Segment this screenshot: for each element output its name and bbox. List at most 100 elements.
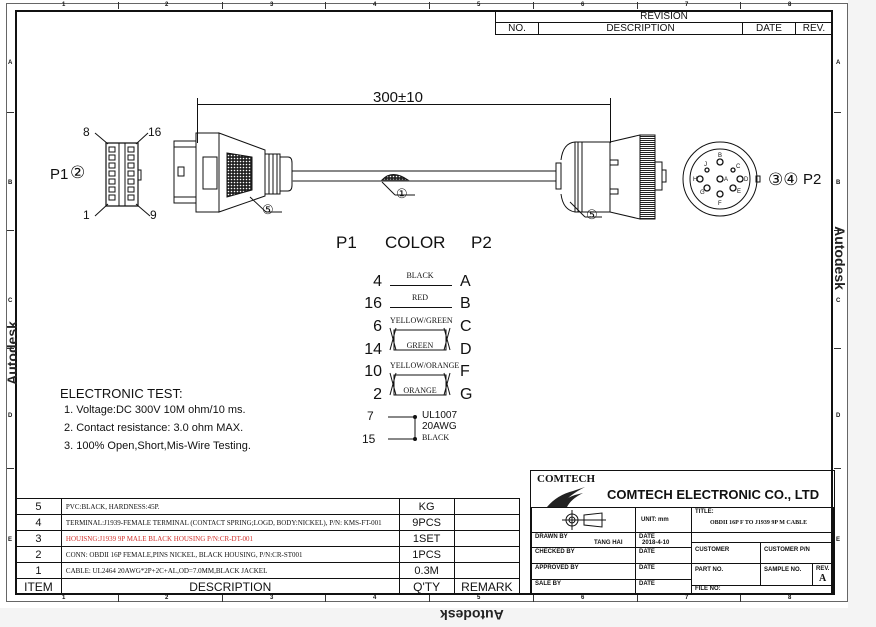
svg-text:B: B	[718, 153, 722, 159]
wire-color: BLACK	[406, 271, 434, 280]
wiring-header-color: COLOR	[385, 233, 446, 252]
zone-col: 1	[62, 2, 66, 8]
p2-label: P2	[803, 171, 822, 188]
outer-border	[6, 3, 848, 602]
title-block: COMTECH COMTECH ELECTRONIC CO., LTD UNIT…	[530, 470, 835, 595]
svg-text:F: F	[718, 201, 722, 207]
bom-item: 2	[15, 546, 62, 563]
cable-assembly-drawing	[173, 132, 667, 220]
bom-remark	[453, 562, 521, 579]
bom-description: PVC:BLACK, HARDNESS:45P.	[60, 498, 400, 515]
approved-date-cell: DATE	[635, 563, 692, 580]
zone-row: C	[836, 298, 841, 304]
zone-col: 3	[270, 2, 274, 8]
twisted-pair-icon	[389, 327, 451, 351]
rev-header-rev: REV.	[795, 22, 833, 35]
zone-markers-top: 1 2 3 4 5 6 7 8	[15, 2, 833, 10]
zone-row: A	[8, 60, 13, 66]
third-angle-projection-icon	[562, 510, 606, 530]
file-no-cell: FILE NO:	[691, 585, 834, 594]
drawn-date-value: 2018-4-10	[642, 540, 670, 546]
unit-cell: UNIT: mm	[635, 507, 692, 533]
bom-item: 5	[15, 498, 62, 515]
bom-header-remark: REMARK	[453, 578, 521, 595]
p1-overmold-icon	[173, 132, 293, 213]
wire-color: YELLOW/GREEN	[390, 316, 453, 325]
wire-p2-pin: C	[460, 318, 472, 335]
file-no-label: FILE NO:	[695, 586, 721, 592]
date-label: DATE	[639, 534, 655, 540]
pin-16-label: 16	[148, 125, 162, 139]
p2-callouts: ③④	[768, 170, 799, 189]
title-cell: TITLE: OBDII 16P F TO J1939 9P M CABLE	[691, 507, 834, 533]
balloon-5-p1: ⑤	[262, 202, 274, 217]
zone-col: 4	[373, 595, 377, 601]
wire-p1-pin: 10	[364, 363, 382, 380]
bom-qty: 9PCS	[398, 514, 455, 531]
zone-col: 6	[581, 595, 585, 601]
zone-col: 7	[685, 595, 689, 601]
bom-qty: 1PCS	[398, 546, 455, 563]
zone-col: 8	[788, 595, 792, 601]
wire-p2-pin: F	[460, 363, 470, 380]
zone-col: 3	[270, 595, 274, 601]
watermark-left: Autodesk	[3, 321, 20, 385]
zone-markers-bottom: 1 2 3 4 5 6 7 8	[15, 595, 833, 603]
approved-by-label: APPROVED BY	[535, 565, 579, 571]
wire-p2-pin: A	[460, 273, 471, 290]
zone-row: A	[836, 60, 841, 66]
revision-block: REVISION NO. DESCRIPTION DATE REV.	[495, 10, 833, 35]
zone-row: D	[836, 413, 841, 419]
wire-color: RED	[412, 293, 428, 302]
jumper-spec-2: 20AWG	[422, 421, 457, 432]
wiring-header-p1: P1	[336, 233, 357, 252]
customer-cell: CUSTOMER	[691, 542, 761, 564]
company-banner: COMTECH COMTECH ELECTRONIC CO., LTD	[531, 471, 834, 508]
bom-qty: 0.3M	[398, 562, 455, 579]
wire-p1-pin: 4	[373, 273, 382, 290]
rev-value: A	[819, 573, 827, 584]
wire-p2-pin: B	[460, 295, 471, 312]
svg-text:C: C	[736, 164, 741, 170]
zone-col: 5	[477, 595, 481, 601]
title-label: TITLE:	[695, 509, 714, 515]
date-label: DATE	[639, 581, 655, 587]
bom-description: TERMINAL:J1939-FEMALE TERMINAL (CONTACT …	[60, 514, 400, 531]
projection-symbol-cell	[531, 507, 636, 533]
zone-col: 2	[165, 2, 169, 8]
drawing-sheet: 1 2 3 4 5 6 7 8 1 2 3 4 5 6 7 8 A B	[0, 0, 848, 623]
jumper-color: BLACK	[422, 433, 450, 442]
part-no-label: PART NO.	[695, 567, 724, 573]
bom-remark	[453, 498, 521, 515]
pin-1-label: 1	[83, 208, 90, 222]
wire-p2-pin: D	[460, 341, 472, 358]
p2-overmold-icon	[555, 134, 667, 220]
p1-callout: ②	[70, 163, 86, 182]
date-label: DATE	[639, 549, 655, 555]
wire-p2-pin: G	[460, 386, 473, 403]
twisted-pair-icon	[389, 372, 451, 396]
zone-col: 4	[373, 2, 377, 8]
bom-item: 3	[15, 530, 62, 547]
bom-row: 3 HOUISNG:J1939 9P MALE BLACK HOUSING P/…	[15, 530, 521, 547]
customer-pn-label: CUSTOMER P/N	[764, 547, 810, 553]
part-no-cell: PART NO.	[691, 563, 761, 586]
bom-description: CONN: OBDII 16P FEMALE,PINS NICKEL, BLAC…	[60, 546, 400, 563]
drawn-by-label: DRAWN BY	[535, 534, 568, 540]
zone-col: 2	[165, 595, 169, 601]
bom-header-qty: Q'TY	[398, 578, 455, 595]
bom-header-description: DESCRIPTION	[60, 578, 400, 595]
test-item: 1. Voltage:DC 300V 10M ohm/10 ms.	[64, 404, 246, 416]
zone-col: 8	[788, 2, 792, 8]
wire-color: ORANGE	[403, 386, 437, 395]
watermark-right: Autodesk	[831, 226, 848, 290]
zone-row: B	[836, 180, 841, 186]
zone-col: 5	[477, 2, 481, 8]
drawing-title: OBDII 16P F TO J1939 9P M CABLE	[710, 520, 808, 526]
bom-remark	[453, 546, 521, 563]
wire-row: 6 YELLOW/GREEN C	[358, 316, 488, 338]
zone-col: 1	[62, 595, 66, 601]
cable-icon	[292, 170, 556, 182]
sample-no-cell: SAMPLE NO.	[760, 563, 813, 586]
wiring-header-p2: P2	[471, 233, 492, 252]
